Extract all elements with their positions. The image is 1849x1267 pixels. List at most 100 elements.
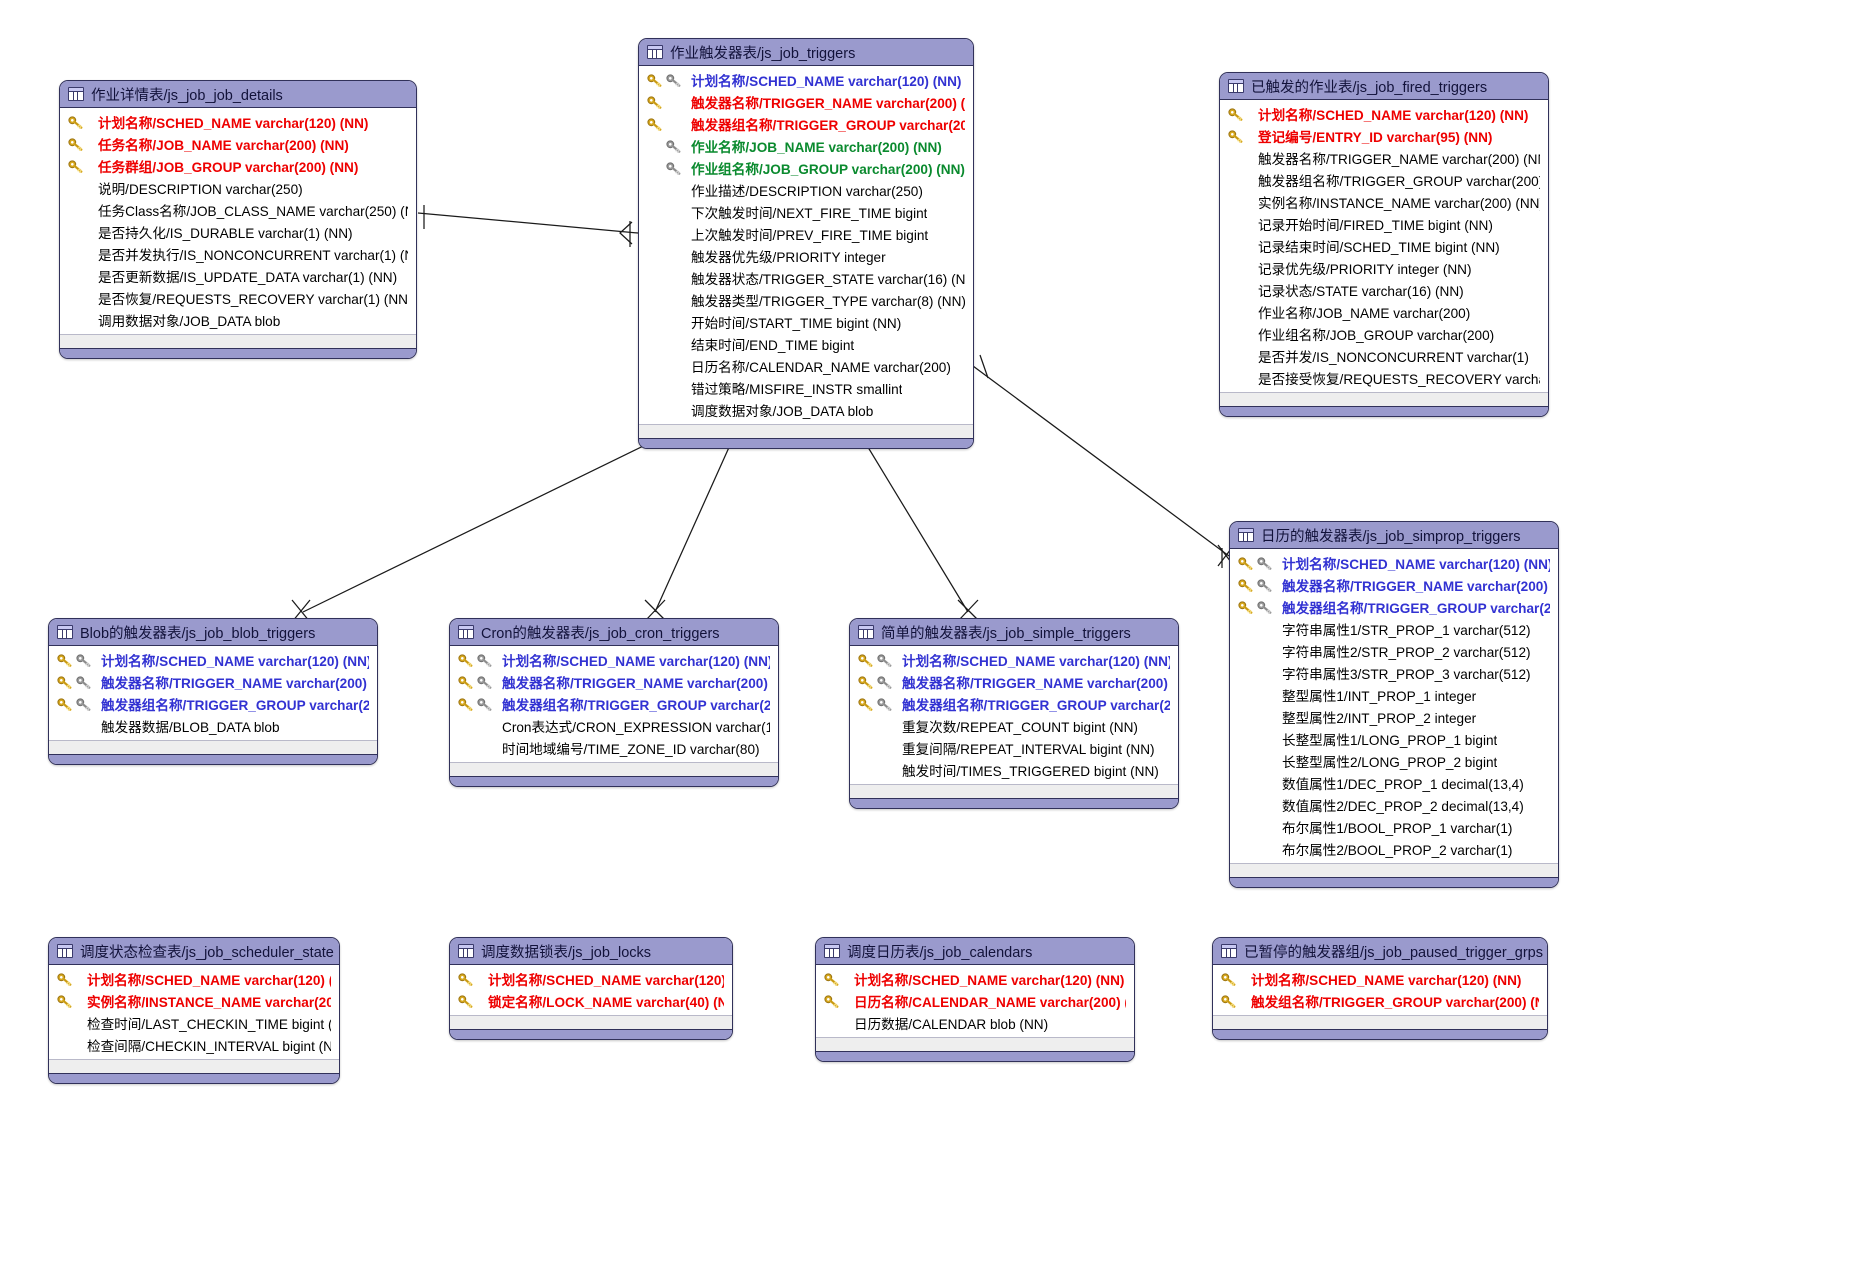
entity-field-row[interactable]: 触发器名称/TRIGGER_NAME varchar(200) (NN): [850, 671, 1178, 693]
entity-field-row[interactable]: 上次触发时间/PREV_FIRE_TIME bigint: [639, 223, 973, 245]
entity-field-row[interactable]: 任务名称/JOB_NAME varchar(200) (NN): [60, 133, 416, 155]
entity-field-row[interactable]: 触发器组名称/TRIGGER_GROUP varchar(200) (NN): [850, 693, 1178, 715]
entity-field-row[interactable]: 触发器名称/TRIGGER_NAME varchar(200) (NN): [49, 671, 377, 693]
entity-field-row[interactable]: 是否并发/IS_NONCONCURRENT varchar(1): [1220, 345, 1548, 367]
entity-field-row[interactable]: 作业组名称/JOB_GROUP varchar(200) (NN): [639, 157, 973, 179]
entity-field-row[interactable]: 数值属性2/DEC_PROP_2 decimal(13,4): [1230, 794, 1558, 816]
entity-field-row[interactable]: 计划名称/SCHED_NAME varchar(120) (NN): [1220, 103, 1548, 125]
entity-title-bar[interactable]: Cron的触发器表/js_job_cron_triggers: [450, 619, 778, 646]
entity-job_triggers[interactable]: 作业触发器表/js_job_triggers 计划名称/SCHED_NAME va…: [638, 38, 974, 449]
entity-field-row[interactable]: 是否持久化/IS_DURABLE varchar(1) (NN): [60, 221, 416, 243]
entity-field-row[interactable]: 触发器组名称/TRIGGER_GROUP varchar(200) (NN): [1220, 169, 1548, 191]
entity-field-row[interactable]: 计划名称/SCHED_NAME varchar(120) (NN): [450, 649, 778, 671]
entity-field-row[interactable]: 计划名称/SCHED_NAME varchar(120) (NN): [49, 649, 377, 671]
entity-field-row[interactable]: 字符串属性1/STR_PROP_1 varchar(512): [1230, 618, 1558, 640]
entity-field-row[interactable]: 检查时间/LAST_CHECKIN_TIME bigint (NN): [49, 1012, 339, 1034]
entity-field-row[interactable]: 布尔属性2/BOOL_PROP_2 varchar(1): [1230, 838, 1558, 860]
entity-field-row[interactable]: 触发器类型/TRIGGER_TYPE varchar(8) (NN): [639, 289, 973, 311]
entity-field-row[interactable]: 登记编号/ENTRY_ID varchar(95) (NN): [1220, 125, 1548, 147]
entity-field-row[interactable]: 实例名称/INSTANCE_NAME varchar(200) (NN): [49, 990, 339, 1012]
entity-field-row[interactable]: 触发器名称/TRIGGER_NAME varchar(200) (NN): [1220, 147, 1548, 169]
entity-field-row[interactable]: 字符串属性3/STR_PROP_3 varchar(512): [1230, 662, 1558, 684]
entity-field-row[interactable]: 触发组名称/TRIGGER_GROUP varchar(200) (NN): [1213, 990, 1547, 1012]
entity-field-row[interactable]: 计划名称/SCHED_NAME varchar(120) (NN): [816, 968, 1134, 990]
entity-field-row[interactable]: 计划名称/SCHED_NAME varchar(120) (NN): [49, 968, 339, 990]
entity-field-row[interactable]: 计划名称/SCHED_NAME varchar(120) (NN): [1213, 968, 1547, 990]
entity-field-row[interactable]: 重复次数/REPEAT_COUNT bigint (NN): [850, 715, 1178, 737]
entity-field-row[interactable]: 检查间隔/CHECKIN_INTERVAL bigint (NN): [49, 1034, 339, 1056]
entity-field-row[interactable]: 下次触发时间/NEXT_FIRE_TIME bigint: [639, 201, 973, 223]
entity-field-row[interactable]: 触发器组名称/TRIGGER_GROUP varchar(200) (NN): [639, 113, 973, 135]
entity-field-row[interactable]: 触发时间/TIMES_TRIGGERED bigint (NN): [850, 759, 1178, 781]
entity-title-bar[interactable]: 已暂停的触发器组/js_job_paused_trigger_grps: [1213, 938, 1547, 965]
entity-field-row[interactable]: 调度数据对象/JOB_DATA blob: [639, 399, 973, 421]
entity-field-row[interactable]: 字符串属性2/STR_PROP_2 varchar(512): [1230, 640, 1558, 662]
entity-field-row[interactable]: 说明/DESCRIPTION varchar(250): [60, 177, 416, 199]
entity-field-row[interactable]: 重复间隔/REPEAT_INTERVAL bigint (NN): [850, 737, 1178, 759]
entity-field-row[interactable]: 长整型属性2/LONG_PROP_2 bigint: [1230, 750, 1558, 772]
entity-field-row[interactable]: 调用数据对象/JOB_DATA blob: [60, 309, 416, 331]
entity-field-row[interactable]: 计划名称/SCHED_NAME varchar(120) (NN): [639, 69, 973, 91]
entity-field-row[interactable]: 是否更新数据/IS_UPDATE_DATA varchar(1) (NN): [60, 265, 416, 287]
entity-field-row[interactable]: 计划名称/SCHED_NAME varchar(120) (NN): [850, 649, 1178, 671]
entity-field-row[interactable]: 触发器数据/BLOB_DATA blob: [49, 715, 377, 737]
entity-field-row[interactable]: 日历名称/CALENDAR_NAME varchar(200): [639, 355, 973, 377]
entity-calendars[interactable]: 调度日历表/js_job_calendars 计划名称/SCHED_NAME va…: [815, 937, 1135, 1062]
entity-field-row[interactable]: 作业描述/DESCRIPTION varchar(250): [639, 179, 973, 201]
entity-field-row[interactable]: 触发器名称/TRIGGER_NAME varchar(200) (NN): [639, 91, 973, 113]
entity-locks[interactable]: 调度数据锁表/js_job_locks 计划名称/SCHED_NAME varch…: [449, 937, 733, 1040]
entity-field-row[interactable]: 开始时间/START_TIME bigint (NN): [639, 311, 973, 333]
entity-field-row[interactable]: 触发器组名称/TRIGGER_GROUP varchar(200) (NN): [49, 693, 377, 715]
entity-title-bar[interactable]: Blob的触发器表/js_job_blob_triggers: [49, 619, 377, 646]
entity-field-row[interactable]: 日历名称/CALENDAR_NAME varchar(200) (NN): [816, 990, 1134, 1012]
entity-scheduler_state[interactable]: 调度状态检查表/js_job_scheduler_state 计划名称/SCHED…: [48, 937, 340, 1084]
entity-simprop_triggers[interactable]: 日历的触发器表/js_job_simprop_triggers 计划名称/SCHE…: [1229, 521, 1559, 888]
entity-paused_trigger_grps[interactable]: 已暂停的触发器组/js_job_paused_trigger_grps 计划名称/…: [1212, 937, 1548, 1040]
entity-title-bar[interactable]: 调度状态检查表/js_job_scheduler_state: [49, 938, 339, 965]
entity-title-bar[interactable]: 调度数据锁表/js_job_locks: [450, 938, 732, 965]
entity-title-bar[interactable]: 日历的触发器表/js_job_simprop_triggers: [1230, 522, 1558, 549]
entity-field-row[interactable]: 触发器优先级/PRIORITY integer: [639, 245, 973, 267]
entity-field-row[interactable]: 实例名称/INSTANCE_NAME varchar(200) (NN): [1220, 191, 1548, 213]
entity-field-row[interactable]: 记录开始时间/FIRED_TIME bigint (NN): [1220, 213, 1548, 235]
entity-field-row[interactable]: 时间地域编号/TIME_ZONE_ID varchar(80): [450, 737, 778, 759]
entity-field-row[interactable]: 整型属性2/INT_PROP_2 integer: [1230, 706, 1558, 728]
entity-field-row[interactable]: 触发器组名称/TRIGGER_GROUP varchar(200) (NN): [1230, 596, 1558, 618]
entity-field-row[interactable]: 作业名称/JOB_NAME varchar(200): [1220, 301, 1548, 323]
entity-field-row[interactable]: 日历数据/CALENDAR blob (NN): [816, 1012, 1134, 1034]
entity-cron_triggers[interactable]: Cron的触发器表/js_job_cron_triggers 计划名称/SCHED…: [449, 618, 779, 787]
entity-field-row[interactable]: 触发器组名称/TRIGGER_GROUP varchar(200) (NN): [450, 693, 778, 715]
entity-field-row[interactable]: 作业组名称/JOB_GROUP varchar(200): [1220, 323, 1548, 345]
entity-title-bar[interactable]: 调度日历表/js_job_calendars: [816, 938, 1134, 965]
entity-field-row[interactable]: 错过策略/MISFIRE_INSTR smallint: [639, 377, 973, 399]
entity-field-row[interactable]: 触发器状态/TRIGGER_STATE varchar(16) (NN): [639, 267, 973, 289]
entity-field-row[interactable]: 布尔属性1/BOOL_PROP_1 varchar(1): [1230, 816, 1558, 838]
entity-field-row[interactable]: 是否并发执行/IS_NONCONCURRENT varchar(1) (NN): [60, 243, 416, 265]
entity-field-row[interactable]: 计划名称/SCHED_NAME varchar(120) (NN): [1230, 552, 1558, 574]
entity-job_details[interactable]: 作业详情表/js_job_job_details 计划名称/SCHED_NAME …: [59, 80, 417, 359]
entity-field-row[interactable]: 是否恢复/REQUESTS_RECOVERY varchar(1) (NN): [60, 287, 416, 309]
entity-field-row[interactable]: 作业名称/JOB_NAME varchar(200) (NN): [639, 135, 973, 157]
entity-field-row[interactable]: 是否接受恢复/REQUESTS_RECOVERY varchar(1): [1220, 367, 1548, 389]
entity-field-row[interactable]: 任务Class名称/JOB_CLASS_NAME varchar(250) (N…: [60, 199, 416, 221]
entity-field-row[interactable]: 记录状态/STATE varchar(16) (NN): [1220, 279, 1548, 301]
entity-field-row[interactable]: 记录结束时间/SCHED_TIME bigint (NN): [1220, 235, 1548, 257]
entity-title-bar[interactable]: 作业触发器表/js_job_triggers: [639, 39, 973, 66]
entity-field-row[interactable]: 整型属性1/INT_PROP_1 integer: [1230, 684, 1558, 706]
entity-field-row[interactable]: 触发器名称/TRIGGER_NAME varchar(200) (NN): [450, 671, 778, 693]
entity-blob_triggers[interactable]: Blob的触发器表/js_job_blob_triggers 计划名称/SCHED…: [48, 618, 378, 765]
entity-field-row[interactable]: 数值属性1/DEC_PROP_1 decimal(13,4): [1230, 772, 1558, 794]
entity-field-row[interactable]: 计划名称/SCHED_NAME varchar(120) (NN): [450, 968, 732, 990]
entity-field-row[interactable]: Cron表达式/CRON_EXPRESSION varchar(120) (NN…: [450, 715, 778, 737]
entity-field-row[interactable]: 结束时间/END_TIME bigint: [639, 333, 973, 355]
entity-title-bar[interactable]: 作业详情表/js_job_job_details: [60, 81, 416, 108]
entity-field-row[interactable]: 计划名称/SCHED_NAME varchar(120) (NN): [60, 111, 416, 133]
entity-field-row[interactable]: 锁定名称/LOCK_NAME varchar(40) (NN): [450, 990, 732, 1012]
entity-field-row[interactable]: 任务群组/JOB_GROUP varchar(200) (NN): [60, 155, 416, 177]
entity-field-row[interactable]: 长整型属性1/LONG_PROP_1 bigint: [1230, 728, 1558, 750]
entity-field-row[interactable]: 记录优先级/PRIORITY integer (NN): [1220, 257, 1548, 279]
entity-field-row[interactable]: 触发器名称/TRIGGER_NAME varchar(200) (NN): [1230, 574, 1558, 596]
